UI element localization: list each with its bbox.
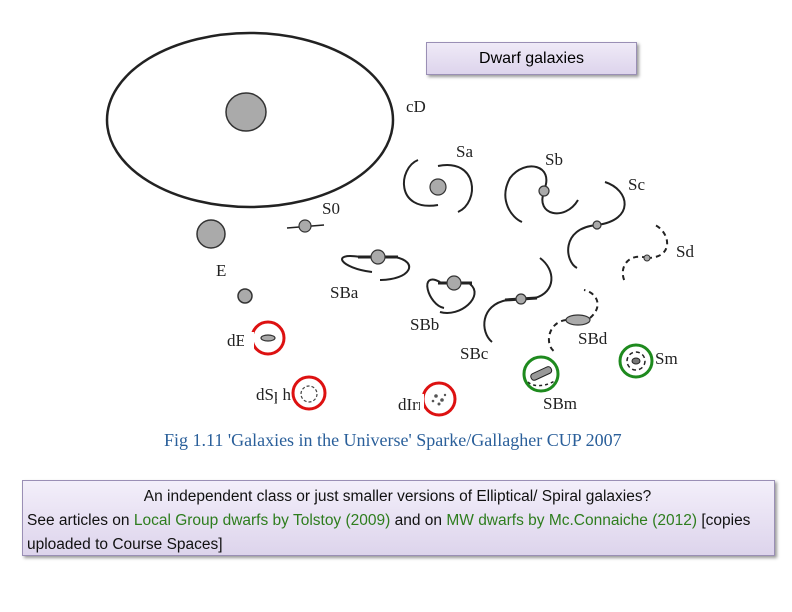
label-e: E [216, 261, 226, 280]
dirr-galaxy [431, 393, 447, 406]
de-galaxy [260, 334, 276, 342]
galaxy-diagram: cD Sa Sb Sc Sd S0 E SBa SBb SBc SBd Sm d… [105, 31, 694, 417]
s0-galaxy [286, 219, 325, 233]
sbd-galaxy [547, 289, 599, 353]
title-box: Dwarf galaxies [426, 42, 637, 75]
label-sm: Sm [655, 349, 678, 368]
note-question: An independent class or just smaller ver… [143, 488, 652, 505]
figure-caption: Fig 1.11 'Galaxies in the Universe' Spar… [164, 430, 622, 450]
label-sbd: SBd [578, 329, 608, 348]
sm-galaxy [626, 351, 646, 371]
e-galaxy-small [237, 288, 253, 304]
sbm-galaxy [527, 366, 557, 387]
label-sb: Sb [545, 150, 563, 169]
label-sbc: SBc [460, 344, 489, 363]
note-references: See articles on Local Group dwarfs by To… [27, 509, 768, 557]
label-sc: Sc [628, 175, 645, 194]
sd-galaxy [621, 224, 669, 283]
sba-galaxy [341, 249, 410, 281]
note-text-3: [copies uploaded to Course Spaces] [27, 512, 751, 553]
sa-galaxy [402, 159, 473, 213]
note-text-1: See articles on [27, 512, 134, 529]
e-galaxy-large [196, 219, 226, 249]
cd-galaxy [105, 31, 395, 209]
sbb-galaxy [426, 275, 476, 315]
sb-galaxy [504, 165, 579, 223]
highlight-circle-dsph [291, 375, 327, 411]
label-dirr: dIrr [398, 395, 424, 414]
note-text-2: and on [390, 512, 447, 529]
link-tolstoy-2009[interactable]: Local Group dwarfs by Tolstoy (2009) [133, 512, 391, 529]
highlight-circle-sbm [522, 355, 560, 393]
label-sa: Sa [456, 142, 473, 161]
label-dsph: dSph [256, 385, 291, 404]
label-sbb: SBb [410, 315, 439, 334]
dsph-galaxy [300, 385, 318, 403]
label-de: dE [227, 331, 246, 350]
label-s0: S0 [322, 199, 340, 218]
label-cd: cD [406, 97, 426, 116]
label-sba: SBa [330, 283, 359, 302]
label-sbm: SBm [543, 394, 577, 413]
sc-galaxy [567, 181, 626, 269]
sbc-galaxy [483, 257, 553, 343]
highlight-circle-dirr [421, 381, 457, 417]
highlight-circle-sm [618, 343, 654, 379]
link-mcconnachie-2012[interactable]: MW dwarfs by Mc.Connaiche (2012) [446, 512, 698, 529]
question-note-box: An independent class or just smaller ver… [22, 480, 775, 556]
label-sd: Sd [676, 242, 694, 261]
